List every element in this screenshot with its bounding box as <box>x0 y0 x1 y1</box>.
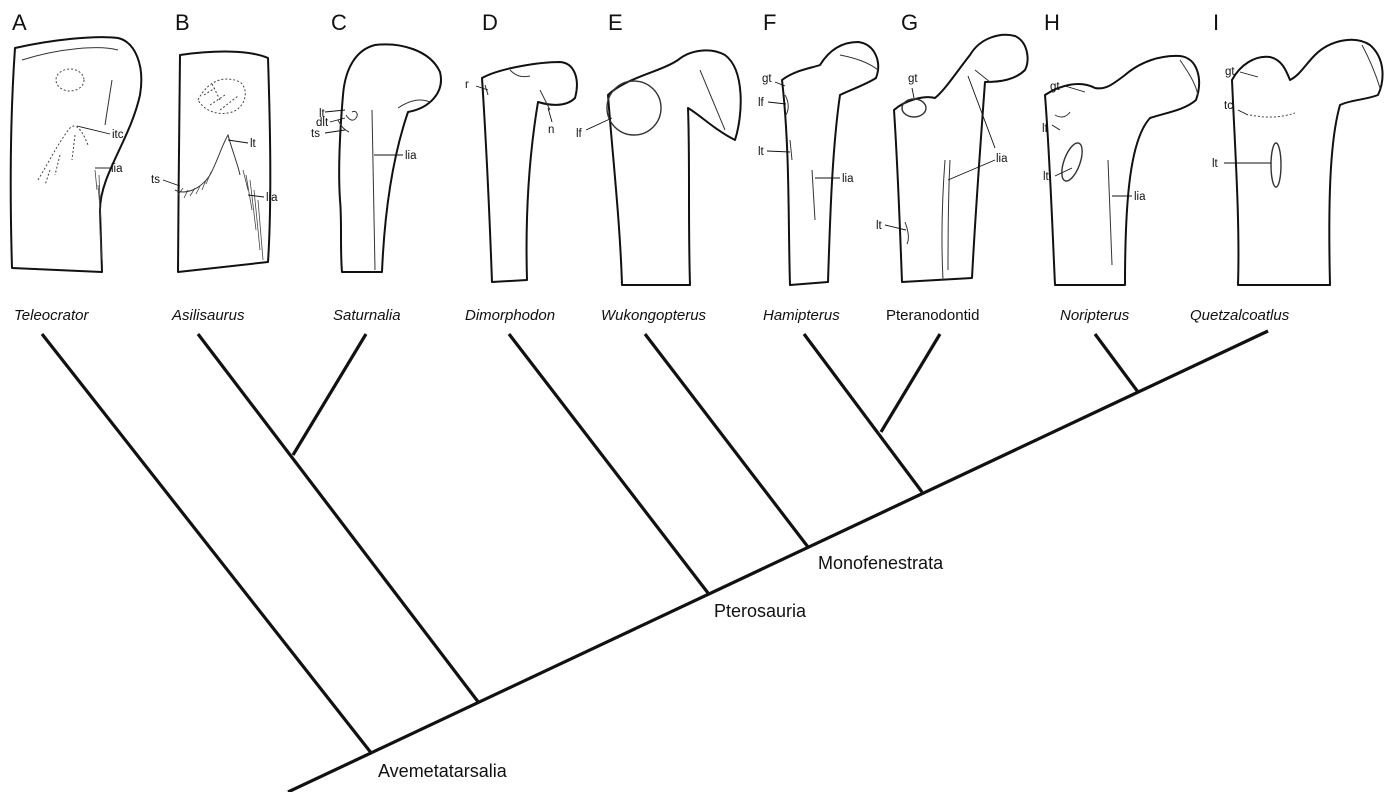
taxon-label-quetzalcoatlus: Quetzalcoatlus <box>1190 307 1290 324</box>
branch-saturnalia <box>293 334 366 455</box>
annotation-a-itc: itc <box>112 129 124 141</box>
panel-letter-f: F <box>763 10 776 35</box>
taxon-label-teleocrator: Teleocrator <box>14 307 89 324</box>
annotation-g-lia: lia <box>996 153 1008 165</box>
femur-drawing-g: gt lia lt <box>876 35 1028 282</box>
annotation-d-n: n <box>548 124 554 136</box>
femur-drawing-d: r n <box>465 62 577 282</box>
panel-letter-b: B <box>175 10 190 35</box>
branch-asilisaurus <box>198 334 479 703</box>
femur-drawing-h: gt lf lt lia <box>1042 56 1199 285</box>
cladogram-backbone <box>288 331 1268 792</box>
branch-teleocrator <box>42 334 372 754</box>
taxon-label-noripterus: Noripterus <box>1060 307 1130 324</box>
panel-letter-g: G <box>901 10 918 35</box>
annotation-i-lt: lt <box>1212 158 1219 170</box>
branch-dimorphodon <box>509 334 708 593</box>
annotation-h-gt: gt <box>1050 81 1060 93</box>
taxon-labels: Teleocrator Asilisaurus Saturnalia Dimor… <box>14 307 1290 324</box>
annotation-c-ts: ts <box>311 128 320 140</box>
annotation-b-lt: lt <box>250 138 257 150</box>
femur-drawing-e: lf <box>576 50 741 285</box>
annotation-f-gt: gt <box>762 73 772 85</box>
branch-pteranodontid <box>881 334 940 432</box>
annotation-g-lt: lt <box>876 220 883 232</box>
annotation-f-lf: lf <box>758 97 765 109</box>
branch-wukongopterus <box>645 334 808 547</box>
annotation-c-lia: lia <box>405 150 417 162</box>
taxon-label-saturnalia: Saturnalia <box>333 307 401 324</box>
taxon-label-asilisaurus: Asilisaurus <box>171 307 245 324</box>
annotation-i-gt: gt <box>1225 66 1235 78</box>
panel-letter-i: I <box>1213 10 1219 35</box>
taxon-label-pteranodontid: Pteranodontid <box>886 307 979 324</box>
femur-drawing-c: dlt lt ts lia <box>311 44 441 272</box>
annotation-h-lf: lf <box>1042 123 1049 135</box>
panel-letter-c: C <box>331 10 347 35</box>
panel-letter-h: H <box>1044 10 1060 35</box>
panel-letter-e: E <box>608 10 623 35</box>
clade-label-monofenestrata: Monofenestrata <box>818 553 944 573</box>
clade-label-avemetatarsalia: Avemetatarsalia <box>378 761 508 781</box>
panel-letter-a: A <box>12 10 27 35</box>
annotation-g-gt: gt <box>908 73 918 85</box>
annotation-h-lia: lia <box>1134 191 1146 203</box>
clade-labels: Avemetatarsalia Pterosauria Monofenestra… <box>378 553 944 781</box>
annotation-a-lia: lia <box>111 163 123 175</box>
cladogram <box>42 331 1268 792</box>
annotation-h-lt: lt <box>1043 171 1050 183</box>
annotation-e-lf: lf <box>576 128 583 140</box>
panel-letter-d: D <box>482 10 498 35</box>
annotation-i-tc: tc <box>1224 100 1233 112</box>
annotation-f-lt: lt <box>758 146 765 158</box>
branch-hamipterus <box>804 334 922 492</box>
annotation-b-ts: ts <box>151 174 160 186</box>
taxon-label-wukongopterus: Wukongopterus <box>601 307 707 324</box>
taxon-label-hamipterus: Hamipterus <box>763 307 840 324</box>
clade-label-pterosauria: Pterosauria <box>714 601 807 621</box>
taxon-label-dimorphodon: Dimorphodon <box>465 307 555 324</box>
annotation-d-r: r <box>465 79 469 91</box>
femur-drawing-i: gt tc lt <box>1212 40 1383 285</box>
panel-letters: A B C D E F G H I <box>12 10 1219 35</box>
annotation-c-lt: lt <box>319 108 326 120</box>
annotation-f-lia: lia <box>842 173 854 185</box>
femur-drawing-a: itc lia <box>11 37 142 272</box>
femur-drawing-f: gt lf lt lia <box>758 42 878 285</box>
femur-drawing-b: lt ts lia <box>151 52 278 272</box>
annotation-b-lia: lia <box>266 192 278 204</box>
branch-noripterus <box>1095 334 1138 392</box>
